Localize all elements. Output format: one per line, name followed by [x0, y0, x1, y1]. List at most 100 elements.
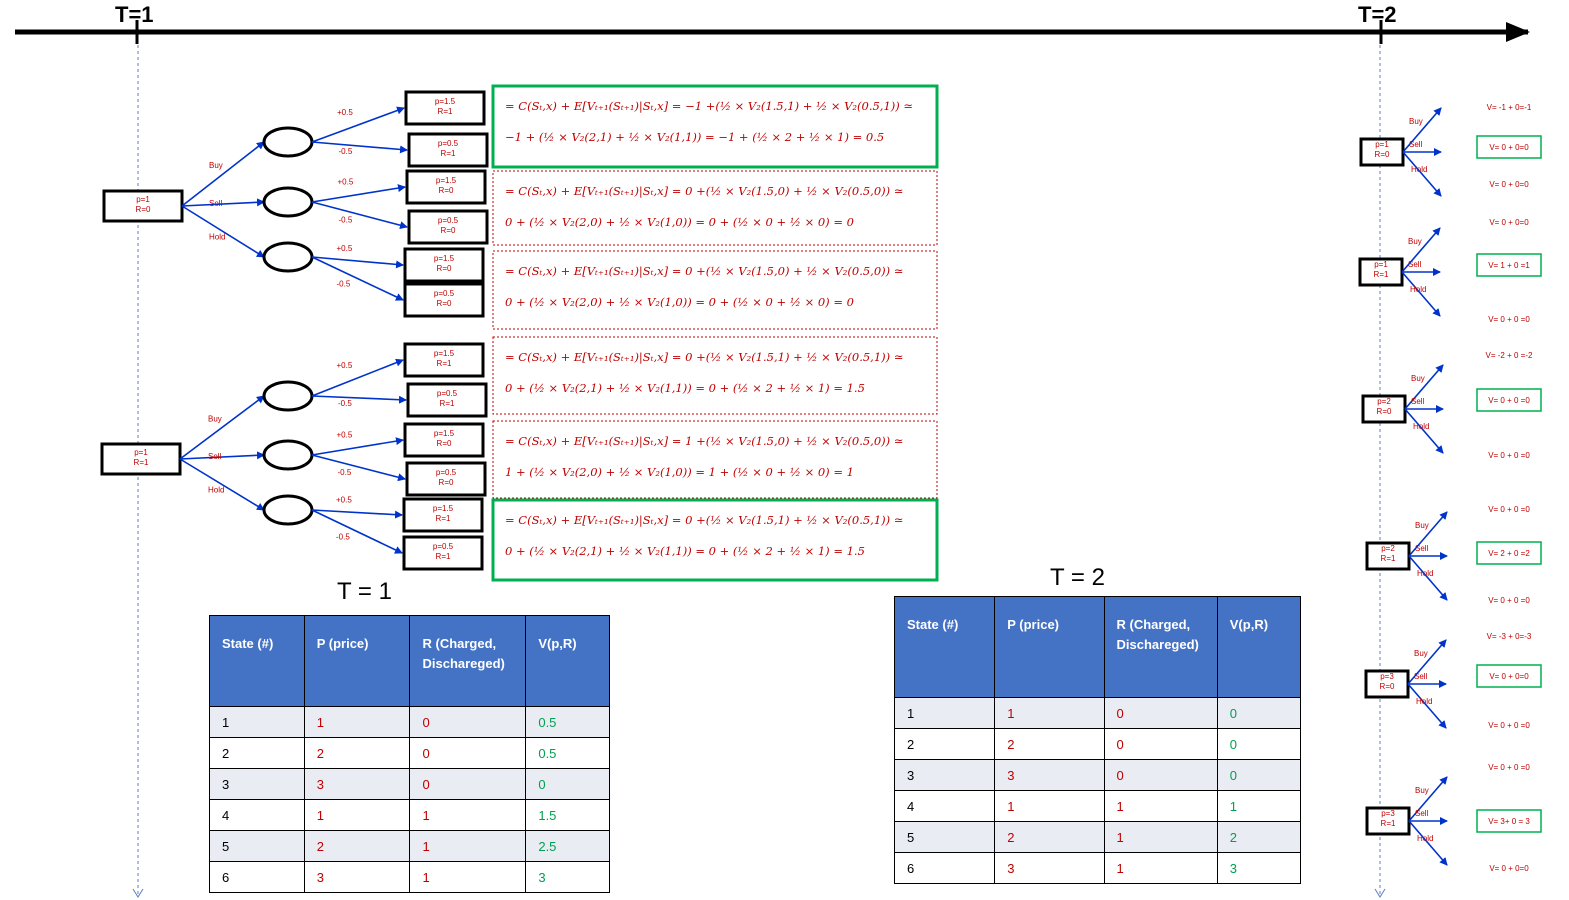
cell-state: 3 — [209, 768, 305, 800]
chance-node — [262, 380, 314, 412]
cell-price: 3 — [994, 759, 1105, 791]
t2-best-value: V= 0 + 0 =0 — [1488, 396, 1530, 405]
cell-state: 4 — [893, 790, 996, 822]
cell-state: 4 — [209, 799, 305, 831]
action-arrow — [179, 458, 265, 511]
table-t1: State (#) P (price) R (Charged, Dischare… — [209, 615, 610, 893]
cell-charge: 1 — [1103, 790, 1218, 822]
header-value: V(p,R) — [1216, 596, 1302, 698]
header-state: State (#) — [209, 615, 305, 707]
equation-line-2: −1 + (½ × V₂(2,1) + ½ × V₂(1,1)) = −1 + … — [505, 130, 884, 144]
cell-value: 0 — [1216, 697, 1302, 729]
t2-action-label: Sell — [1415, 809, 1429, 818]
root-state-1-box — [102, 189, 184, 223]
price-move-arrow — [311, 184, 406, 203]
t2-value: V= -1 + 0=-1 — [1487, 103, 1532, 112]
t2-action-arrow — [1407, 639, 1447, 685]
t2-value: V= 0 + 0 =0 — [1488, 505, 1530, 514]
t2-action-label: Sell — [1414, 672, 1428, 681]
cell-charge: 0 — [409, 768, 527, 800]
table-t1-title: T = 1 — [337, 578, 392, 605]
cell-charge: 1 — [409, 861, 527, 893]
cell-charge: 1 — [409, 830, 527, 862]
equation-line-1: = C(Sₜ,x) + E[Vₜ₊₁(Sₜ₊₁)|Sₜ,x] = 1 +(½ ×… — [505, 434, 903, 449]
t2-value: V= -3 + 0=-3 — [1487, 632, 1532, 641]
leaf-state-box — [404, 90, 486, 126]
leaf-state-box — [403, 422, 485, 458]
t2-best-value: V= 0 + 0=0 — [1489, 143, 1529, 152]
leaf-state-box — [407, 132, 489, 168]
equation-box — [492, 420, 938, 499]
equation-line-2: 0 + (½ × V₂(2,1) + ½ × V₂(1,1)) = 0 + (½… — [505, 381, 865, 395]
equation-line-1: = C(Sₜ,x) + E[Vₜ₊₁(Sₜ₊₁)|Sₜ,x] = 0 +(½ ×… — [505, 264, 903, 279]
cell-charge: 0 — [409, 706, 527, 738]
leaf-state-box — [403, 282, 485, 318]
leaf-state-box — [405, 461, 487, 497]
cell-value: 3 — [1216, 852, 1302, 884]
equation-line-1: = C(Sₜ,x) + E[Vₜ₊₁(Sₜ₊₁)|Sₜ,x] = 0 +(½ ×… — [505, 513, 903, 528]
equation-line-2: 0 + (½ × V₂(2,0) + ½ × V₂(1,0)) = 0 + (½… — [505, 215, 854, 229]
equation-panels: = C(Sₜ,x) + E[Vₜ₊₁(Sₜ₊₁)|Sₜ,x] = −1 +(½ … — [491, 84, 939, 582]
action-label: Hold — [208, 486, 224, 495]
t2-action-label: Sell — [1408, 260, 1422, 269]
cell-value: 2.5 — [525, 830, 610, 862]
cell-price: 3 — [303, 768, 411, 800]
cell-value: 1 — [1216, 790, 1302, 822]
cell-price: 1 — [994, 697, 1105, 729]
equation-box — [492, 170, 938, 246]
action-arrow — [179, 451, 265, 460]
t2-guide-arrowhead — [1374, 888, 1386, 898]
action-label: Hold — [209, 233, 225, 242]
cell-value: 0 — [1216, 728, 1302, 760]
cell-state: 5 — [209, 830, 305, 862]
t2-action-arrow — [1401, 271, 1441, 317]
cell-state: 3 — [893, 759, 996, 791]
t2-best-value-box — [1476, 135, 1542, 159]
price-move-label: +0.5 — [337, 108, 353, 117]
equation-line-2: 0 + (½ × V₂(2,1) + ½ × V₂(1,1)) = 0 + (½… — [505, 544, 865, 558]
cell-price: 3 — [994, 852, 1105, 884]
action-label: Sell — [208, 452, 222, 461]
t2-action-arrow — [1408, 776, 1448, 822]
cell-charge: 0 — [1103, 759, 1218, 791]
t2-action-label: Buy — [1415, 521, 1429, 530]
leaf-state-box — [403, 247, 485, 283]
t2-best-value-box — [1476, 809, 1542, 833]
t2-value: V= 0 + 0 =0 — [1488, 451, 1530, 460]
t2-best-value: V= 2 + 0 =2 — [1488, 549, 1530, 558]
cell-state: 6 — [893, 852, 996, 884]
header-charge: R (Charged, Dischareged) — [409, 615, 527, 707]
leaf-state-box — [402, 535, 484, 571]
cell-charge: 0 — [409, 737, 527, 769]
price-move-label: +0.5 — [338, 178, 354, 187]
t2-best-value: V= 1 + 0 =1 — [1488, 261, 1530, 270]
equation-box — [491, 498, 939, 582]
cell-charge: 1 — [409, 799, 527, 831]
leaf-state-box — [406, 382, 488, 418]
equation-line-1: = C(Sₜ,x) + E[Vₜ₊₁(Sₜ₊₁)|Sₜ,x] = −1 +(½ … — [505, 99, 913, 114]
price-move-arrow — [311, 106, 405, 143]
t2-action-label: Sell — [1409, 140, 1423, 149]
header-charge: R (Charged, Dischareged) — [1103, 596, 1218, 698]
cell-charge: 0 — [1103, 697, 1218, 729]
price-move-label: +0.5 — [336, 496, 352, 505]
t2-value: V= 0 + 0=0 — [1489, 218, 1529, 227]
t2-action-arrow — [1408, 820, 1448, 866]
price-move-label: -0.5 — [337, 280, 351, 289]
